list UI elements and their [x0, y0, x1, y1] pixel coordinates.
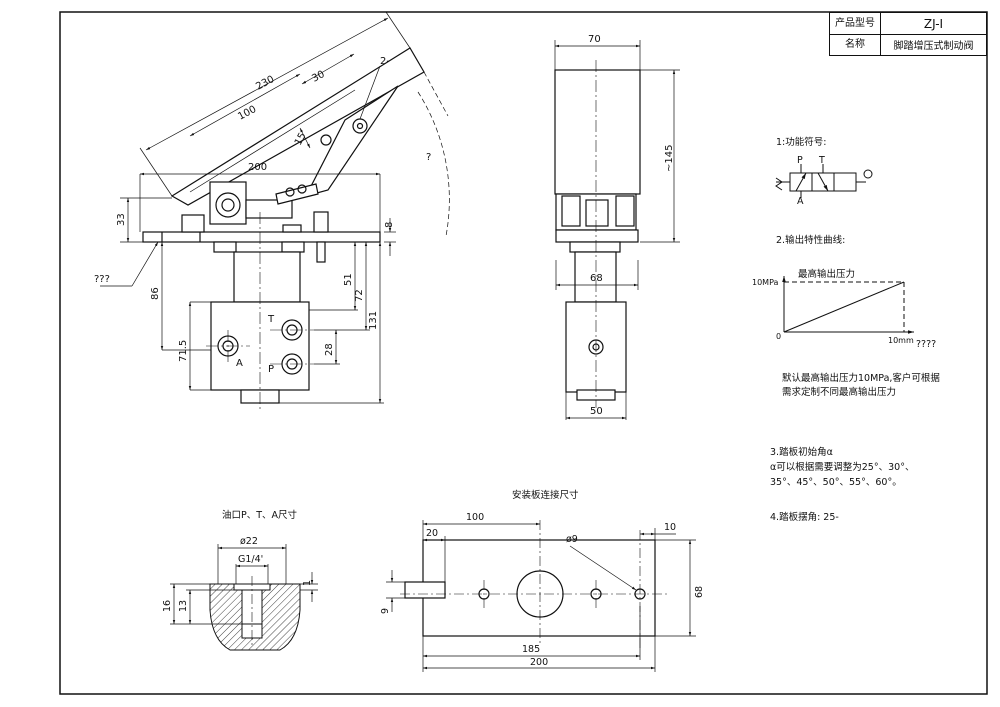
dim-d22: ø22: [240, 536, 258, 547]
graph-x-label: 10mm: [888, 336, 914, 345]
plate-dim-100: 100: [466, 512, 484, 523]
dim-145: ~145: [664, 145, 675, 172]
dim-51: 51: [343, 273, 354, 286]
dim-68: 68: [590, 273, 603, 284]
plate-title: 安装板连接尺寸: [512, 489, 579, 501]
name-value: 脚踏增压式制动阀: [893, 41, 974, 52]
dim-15: 15: [293, 131, 309, 147]
symbol-p: P: [797, 155, 803, 166]
port-t-label: T: [267, 314, 275, 325]
drawing-border: [59, 11, 988, 695]
plate-dim-10: 10: [664, 522, 676, 533]
dim-200-top: 200: [248, 162, 267, 173]
model-label: 产品型号: [830, 13, 881, 34]
dim-2: 2-: [380, 56, 390, 67]
graph-y-label: 10MPa: [752, 278, 779, 287]
dim-angle: ?: [426, 152, 431, 163]
name-label: 名称: [830, 34, 881, 55]
plate-labels: 安装板连接尺寸 100 20 ø9 10 9 68 185 200: [380, 489, 705, 668]
dim-g14: G1/4': [238, 554, 263, 565]
note-3-line-1: 3.踏板初始角α: [770, 447, 833, 458]
port-detail: [170, 544, 318, 651]
title-block: 产品型号 ZJ-I 名称 脚踏增压式制动阀: [829, 12, 987, 56]
dim-13: 13: [178, 600, 189, 612]
leader-label: ???: [94, 274, 110, 285]
dim-70: 70: [588, 34, 601, 45]
plate-dim-20: 20: [426, 528, 438, 539]
function-symbol: [775, 164, 873, 198]
dim-16: 16: [162, 600, 173, 612]
port-p-label: P: [268, 364, 274, 375]
graph-max-label: 最高输出压力: [798, 269, 856, 280]
default-note-line-1: 默认最高输出压力10MPa,客户可根据: [782, 373, 940, 384]
dim-28: 28: [324, 343, 335, 356]
dim-86: 86: [150, 287, 161, 300]
dim-50: 50: [590, 406, 603, 417]
front-view-labels: 70 ~145 68 50: [588, 34, 675, 417]
front-view: [554, 40, 680, 420]
port-a-label: A: [236, 358, 243, 369]
graph-unknown-label: ????: [916, 339, 937, 350]
default-note-line-2: 需求定制不同最高输出压力: [782, 387, 897, 398]
plate-dim-9: 9: [380, 608, 391, 614]
dim-71-5: 71.5: [178, 340, 189, 362]
dim-100: 100: [236, 104, 258, 123]
model-value: ZJ-I: [923, 16, 944, 31]
plate-dim-68: 68: [694, 586, 705, 598]
dim-30: 30: [310, 69, 326, 85]
dim-8: 8: [384, 222, 395, 228]
dim-33: 33: [116, 213, 127, 226]
graph-zero-label: 0: [776, 332, 782, 341]
note-3-line-2: α可以根据需要调整为25°、30°、: [770, 462, 915, 473]
mounting-plate: [386, 520, 696, 672]
plate-dim-200: 200: [530, 657, 548, 668]
plate-dim-d9: ø9: [566, 534, 578, 545]
symbol-a: A: [797, 196, 804, 207]
symbol-t: T: [819, 155, 825, 166]
note-3-line-3: 35°、45°、50°、55°、60°。: [770, 477, 902, 488]
port-detail-title: 油口P、T、A尺寸: [222, 509, 298, 521]
plate-dim-185: 185: [522, 644, 540, 655]
port-detail-labels: 油口P、T、A尺寸 ø22 G1/4' 16 13 1: [162, 509, 313, 612]
note-2-title: 2.输出特性曲线:: [776, 235, 846, 246]
dim-1: 1: [302, 580, 313, 586]
dim-230: 230: [254, 74, 276, 93]
dim-72: 72: [354, 289, 365, 302]
side-view: [100, 11, 450, 410]
dim-131: 131: [368, 311, 379, 330]
output-graph: [782, 276, 914, 334]
note-4: 4.踏板摆角: 25-: [770, 512, 839, 523]
note-1-title: 1:功能符号:: [776, 137, 827, 148]
